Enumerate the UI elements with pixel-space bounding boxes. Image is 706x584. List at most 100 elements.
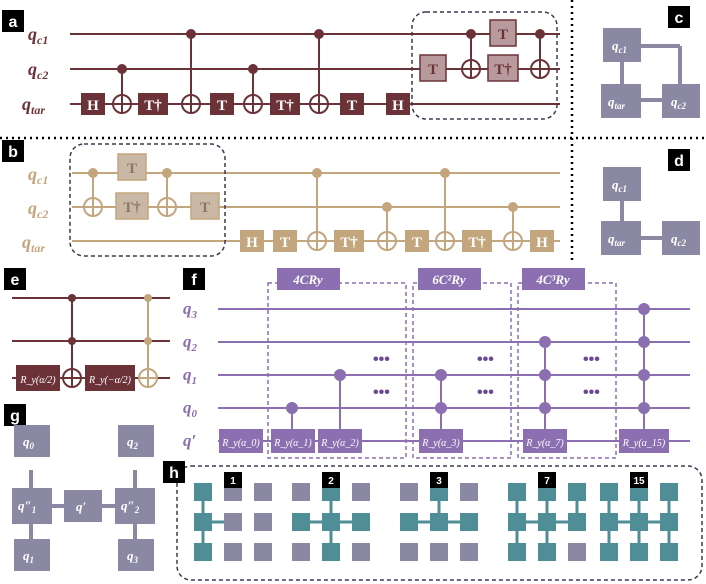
ellipsis-3: ••• [583,351,600,368]
h-qubit-square [508,513,526,531]
h-qubit-square [508,543,526,561]
node-qc2-d [662,221,700,255]
h-qubit-square [254,543,272,561]
svg-text:H: H [392,98,404,114]
svg-text:4CRy: 4CRy [292,272,323,287]
h-qubit-square [660,513,678,531]
svg-text:q2: q2 [183,332,198,354]
gate-tdag-a2: T† [270,93,300,115]
svg-text:R_y(α_7): R_y(α_7) [525,438,564,449]
dashed-group-h [176,465,703,581]
h-step-label: 2 [328,476,334,487]
h-step-label-box [224,472,242,488]
gate-t-a2: T [340,93,364,115]
gate-ry-half: R_y(α/2) [16,365,60,391]
gate-h-b2: H [530,230,554,252]
svg-text:T: T [428,62,438,78]
svg-text:T: T [412,235,422,251]
group-label-4c3ry: 4C³Ry [522,268,585,290]
panel-label-e: e [11,272,20,289]
svg-text:R_y(−α/2): R_y(−α/2) [88,375,132,386]
gate-t-b3: T [273,230,297,252]
gate-ry-a15: R_y(α_15) [619,429,669,453]
ellipsis-2: ••• [477,351,494,368]
svg-text:H: H [246,235,258,251]
svg-text:q′: q′ [183,431,196,450]
node-q0 [14,425,50,457]
svg-text:T†: T† [468,235,486,251]
svg-text:qc1: qc1 [28,164,48,187]
svg-text:q1: q1 [183,365,197,387]
panel-label-f: f [191,272,197,289]
svg-text:T: T [217,98,227,114]
h-qubit-square [660,483,678,501]
svg-text:q1: q1 [23,548,34,565]
h-qubit-square [568,483,586,501]
svg-text:R_y(α_0): R_y(α_0) [221,438,260,449]
h-qubit-square [460,483,478,501]
svg-text:qc2: qc2 [28,198,48,221]
h-qubit-square [292,543,310,561]
wire-label-qc1: qc1 [28,24,48,47]
svg-text:T: T [127,161,137,177]
h-step-label-box [630,472,648,488]
gate-ry-a7: R_y(α_7) [523,429,567,453]
gate-h-a1: H [81,93,105,115]
h-qubit-square [352,513,370,531]
svg-text:•••: ••• [477,384,494,401]
svg-text:q0: q0 [183,398,198,420]
svg-text:H: H [87,98,99,114]
svg-text:R_y(α_15): R_y(α_15) [622,438,666,449]
gate-t-a3: T [419,54,447,82]
h-qubit-square [194,543,212,561]
svg-text:q′: q′ [76,499,87,514]
svg-text:q″1: q″1 [18,498,36,515]
node-qpp2 [115,488,155,524]
gate-tdag-b2: T† [334,230,364,252]
node-qtar-c [601,84,641,118]
svg-text:q3: q3 [183,299,198,321]
group-label-6c2ry: 6C²Ry [418,268,481,290]
h-qubit-square [352,543,370,561]
ellipsis-1: ••• [373,351,390,368]
svg-text:T†: T† [494,62,512,78]
panel-e: e R_y(α/2) R_y(−α/2) [4,268,170,391]
svg-text:T†: T† [144,98,162,114]
panel-f: f q3 q2 q1 q0 q′ 4CRy 6C²Ry 4C³Ry [183,268,690,459]
h-qubit-square [292,513,310,531]
wire-label-qc2: qc2 [28,59,48,82]
panel-c: c qc1 qtar qc2 [601,6,700,118]
svg-text:R_y(α_1): R_y(α_1) [273,438,312,449]
h-qubit-square [322,513,340,531]
h-qubit-square [430,513,448,531]
panel-label-h: h [169,465,179,482]
h-qubit-square [430,543,448,561]
h-step-label-box [430,472,448,488]
h-qubit-square [538,513,556,531]
h-qubit-square [660,543,678,561]
panel-label-d: d [674,153,684,170]
h-qubit-square [568,543,586,561]
svg-text:T†: T† [340,235,358,251]
gate-h-b1: H [240,230,264,252]
svg-text:T†: T† [276,98,294,114]
h-qubit-square [630,513,648,531]
h-qubit-square [224,543,242,561]
node-q3 [118,539,154,571]
h-step-label: 3 [436,476,442,487]
svg-text:•••: ••• [583,384,600,401]
gate-t-b2: T [190,192,220,220]
gate-h-a2: H [386,93,410,115]
svg-text:T: T [200,200,210,216]
h-qubit-square [460,513,478,531]
h-step-label: 7 [544,476,550,487]
gate-t-b1: T [117,153,147,181]
svg-text:T†: T† [123,200,141,216]
gate-ry-a0: R_y(α_0) [219,429,263,453]
panel-b: b qc1 qc2 qtar T T† T H T T† [2,140,560,257]
svg-text:R_y(α/2): R_y(α/2) [19,375,56,386]
svg-text:•••: ••• [373,384,390,401]
h-qubit-square [460,543,478,561]
svg-text:6C²Ry: 6C²Ry [432,272,466,287]
